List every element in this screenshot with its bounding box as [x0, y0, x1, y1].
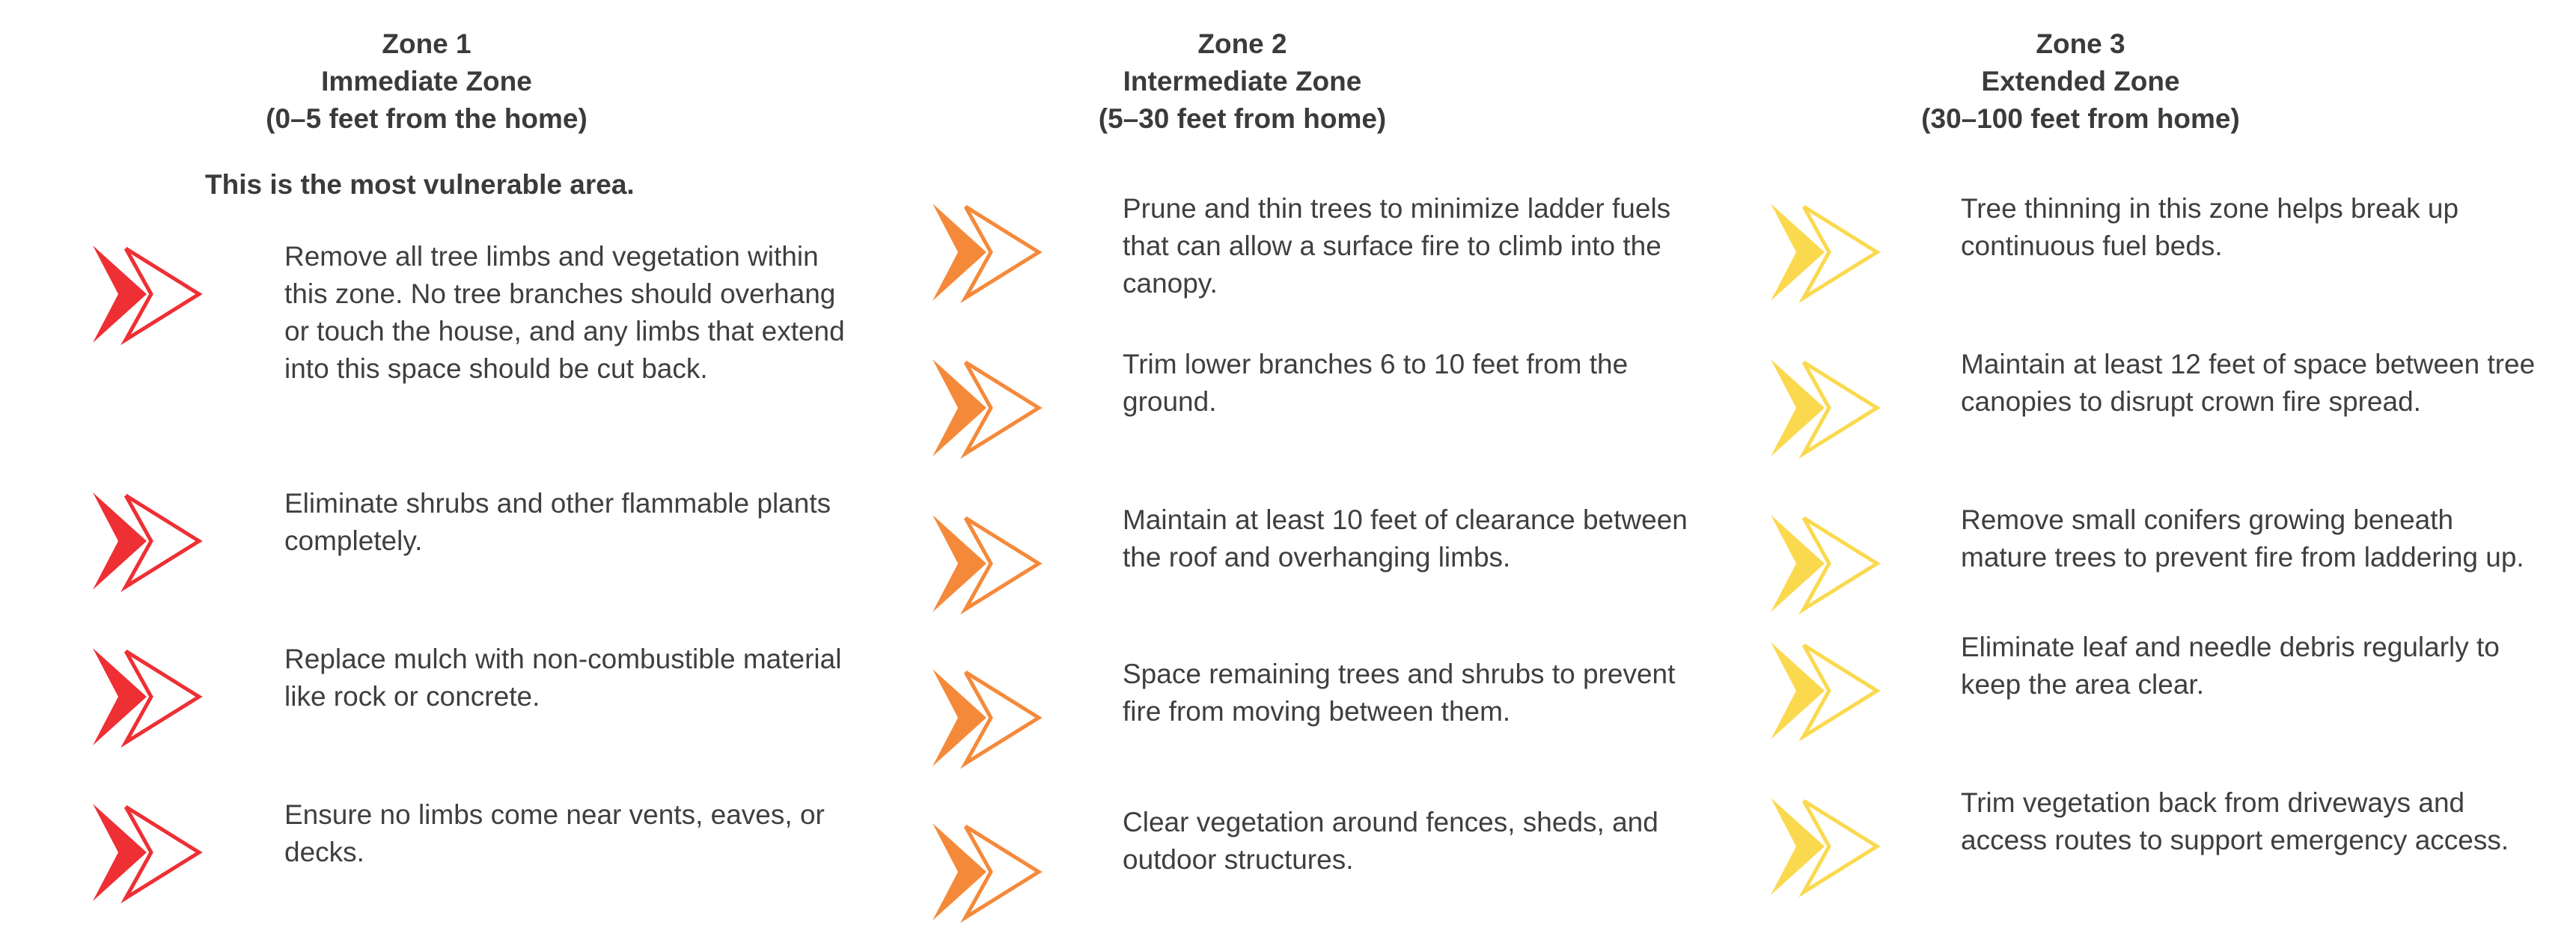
zone-2-column: Zone 2 Intermediate Zone (5–30 feet from…: [838, 0, 1688, 928]
double-chevron-right-icon: [1766, 507, 1893, 620]
zone-1-note: This is the most vulnerable area.: [205, 169, 635, 200]
double-chevron-right-icon: [88, 238, 216, 350]
zone-1-subtitle: Immediate Zone: [321, 66, 532, 97]
zone-3-column: Zone 3 Extended Zone (30–100 feet from h…: [1676, 0, 2535, 926]
zone-1-range: (0–5 feet from the home): [266, 103, 587, 134]
double-chevron-right-icon: [928, 662, 1055, 774]
zone-2-item-3-text: Maintain at least 10 feet of clearance b…: [1123, 504, 1688, 573]
zone-1-item-1-text: Remove all tree limbs and vegetation wit…: [284, 241, 845, 384]
zone-3-item-2-text: Maintain at least 12 feet of space betwe…: [1961, 349, 2536, 417]
double-chevron-right-icon: [88, 485, 216, 597]
double-chevron-right-icon: [88, 796, 216, 909]
zone-2-item-4-text: Space remaining trees and shrubs to prev…: [1123, 659, 1676, 727]
zone-2-item-2-text: Trim lower branches 6 to 10 feet from th…: [1123, 349, 1629, 417]
zone-1-item-3-text: Replace mulch with non-combustible mater…: [284, 644, 842, 712]
zone-1-column: Zone 1 Immediate Zone (0–5 feet from the…: [0, 0, 845, 926]
double-chevron-right-icon: [928, 352, 1055, 464]
zone-3-subtitle: Extended Zone: [1981, 66, 2180, 97]
zone-1-title: Zone 1: [382, 28, 471, 59]
zone-3-title: Zone 3: [2036, 28, 2125, 59]
zone-1-header: Zone 1 Immediate Zone (0–5 feet from the…: [225, 25, 629, 138]
zone-2-item-1-text: Prune and thin trees to minimize ladder …: [1123, 193, 1671, 299]
double-chevron-right-icon: [1766, 196, 1893, 308]
double-chevron-right-icon: [88, 641, 216, 753]
zone-2-header: Zone 2 Intermediate Zone (5–30 feet from…: [1063, 25, 1422, 138]
double-chevron-right-icon: [1766, 352, 1893, 464]
zone-2-subtitle: Intermediate Zone: [1123, 66, 1362, 97]
double-chevron-right-icon: [1766, 790, 1893, 903]
zone-3-item-1-text: Tree thinning in this zone helps break u…: [1961, 193, 2459, 261]
zone-2-range: (5–30 feet from home): [1098, 103, 1387, 134]
zone-2-item-5-text: Clear vegetation around fences, sheds, a…: [1123, 807, 1658, 875]
zone-3-item-3-text: Remove small conifers growing beneath ma…: [1961, 504, 2524, 573]
double-chevron-right-icon: [1766, 635, 1893, 747]
double-chevron-right-icon: [928, 816, 1055, 928]
zone-2-title: Zone 2: [1197, 28, 1287, 59]
zone-3-header: Zone 3 Extended Zone (30–100 feet from h…: [1901, 25, 2260, 138]
zone-3-range: (30–100 feet from home): [1921, 103, 2240, 134]
zone-3-item-4-text: Eliminate leaf and needle debris regular…: [1961, 632, 2500, 700]
zone-3-item-5-text: Trim vegetation back from driveways and …: [1961, 787, 2509, 855]
zone-1-item-4-text: Ensure no limbs come near vents, eaves, …: [284, 799, 825, 867]
double-chevron-right-icon: [928, 507, 1055, 620]
double-chevron-right-icon: [928, 196, 1055, 308]
zone-1-item-2-text: Eliminate shrubs and other flammable pla…: [284, 488, 831, 556]
